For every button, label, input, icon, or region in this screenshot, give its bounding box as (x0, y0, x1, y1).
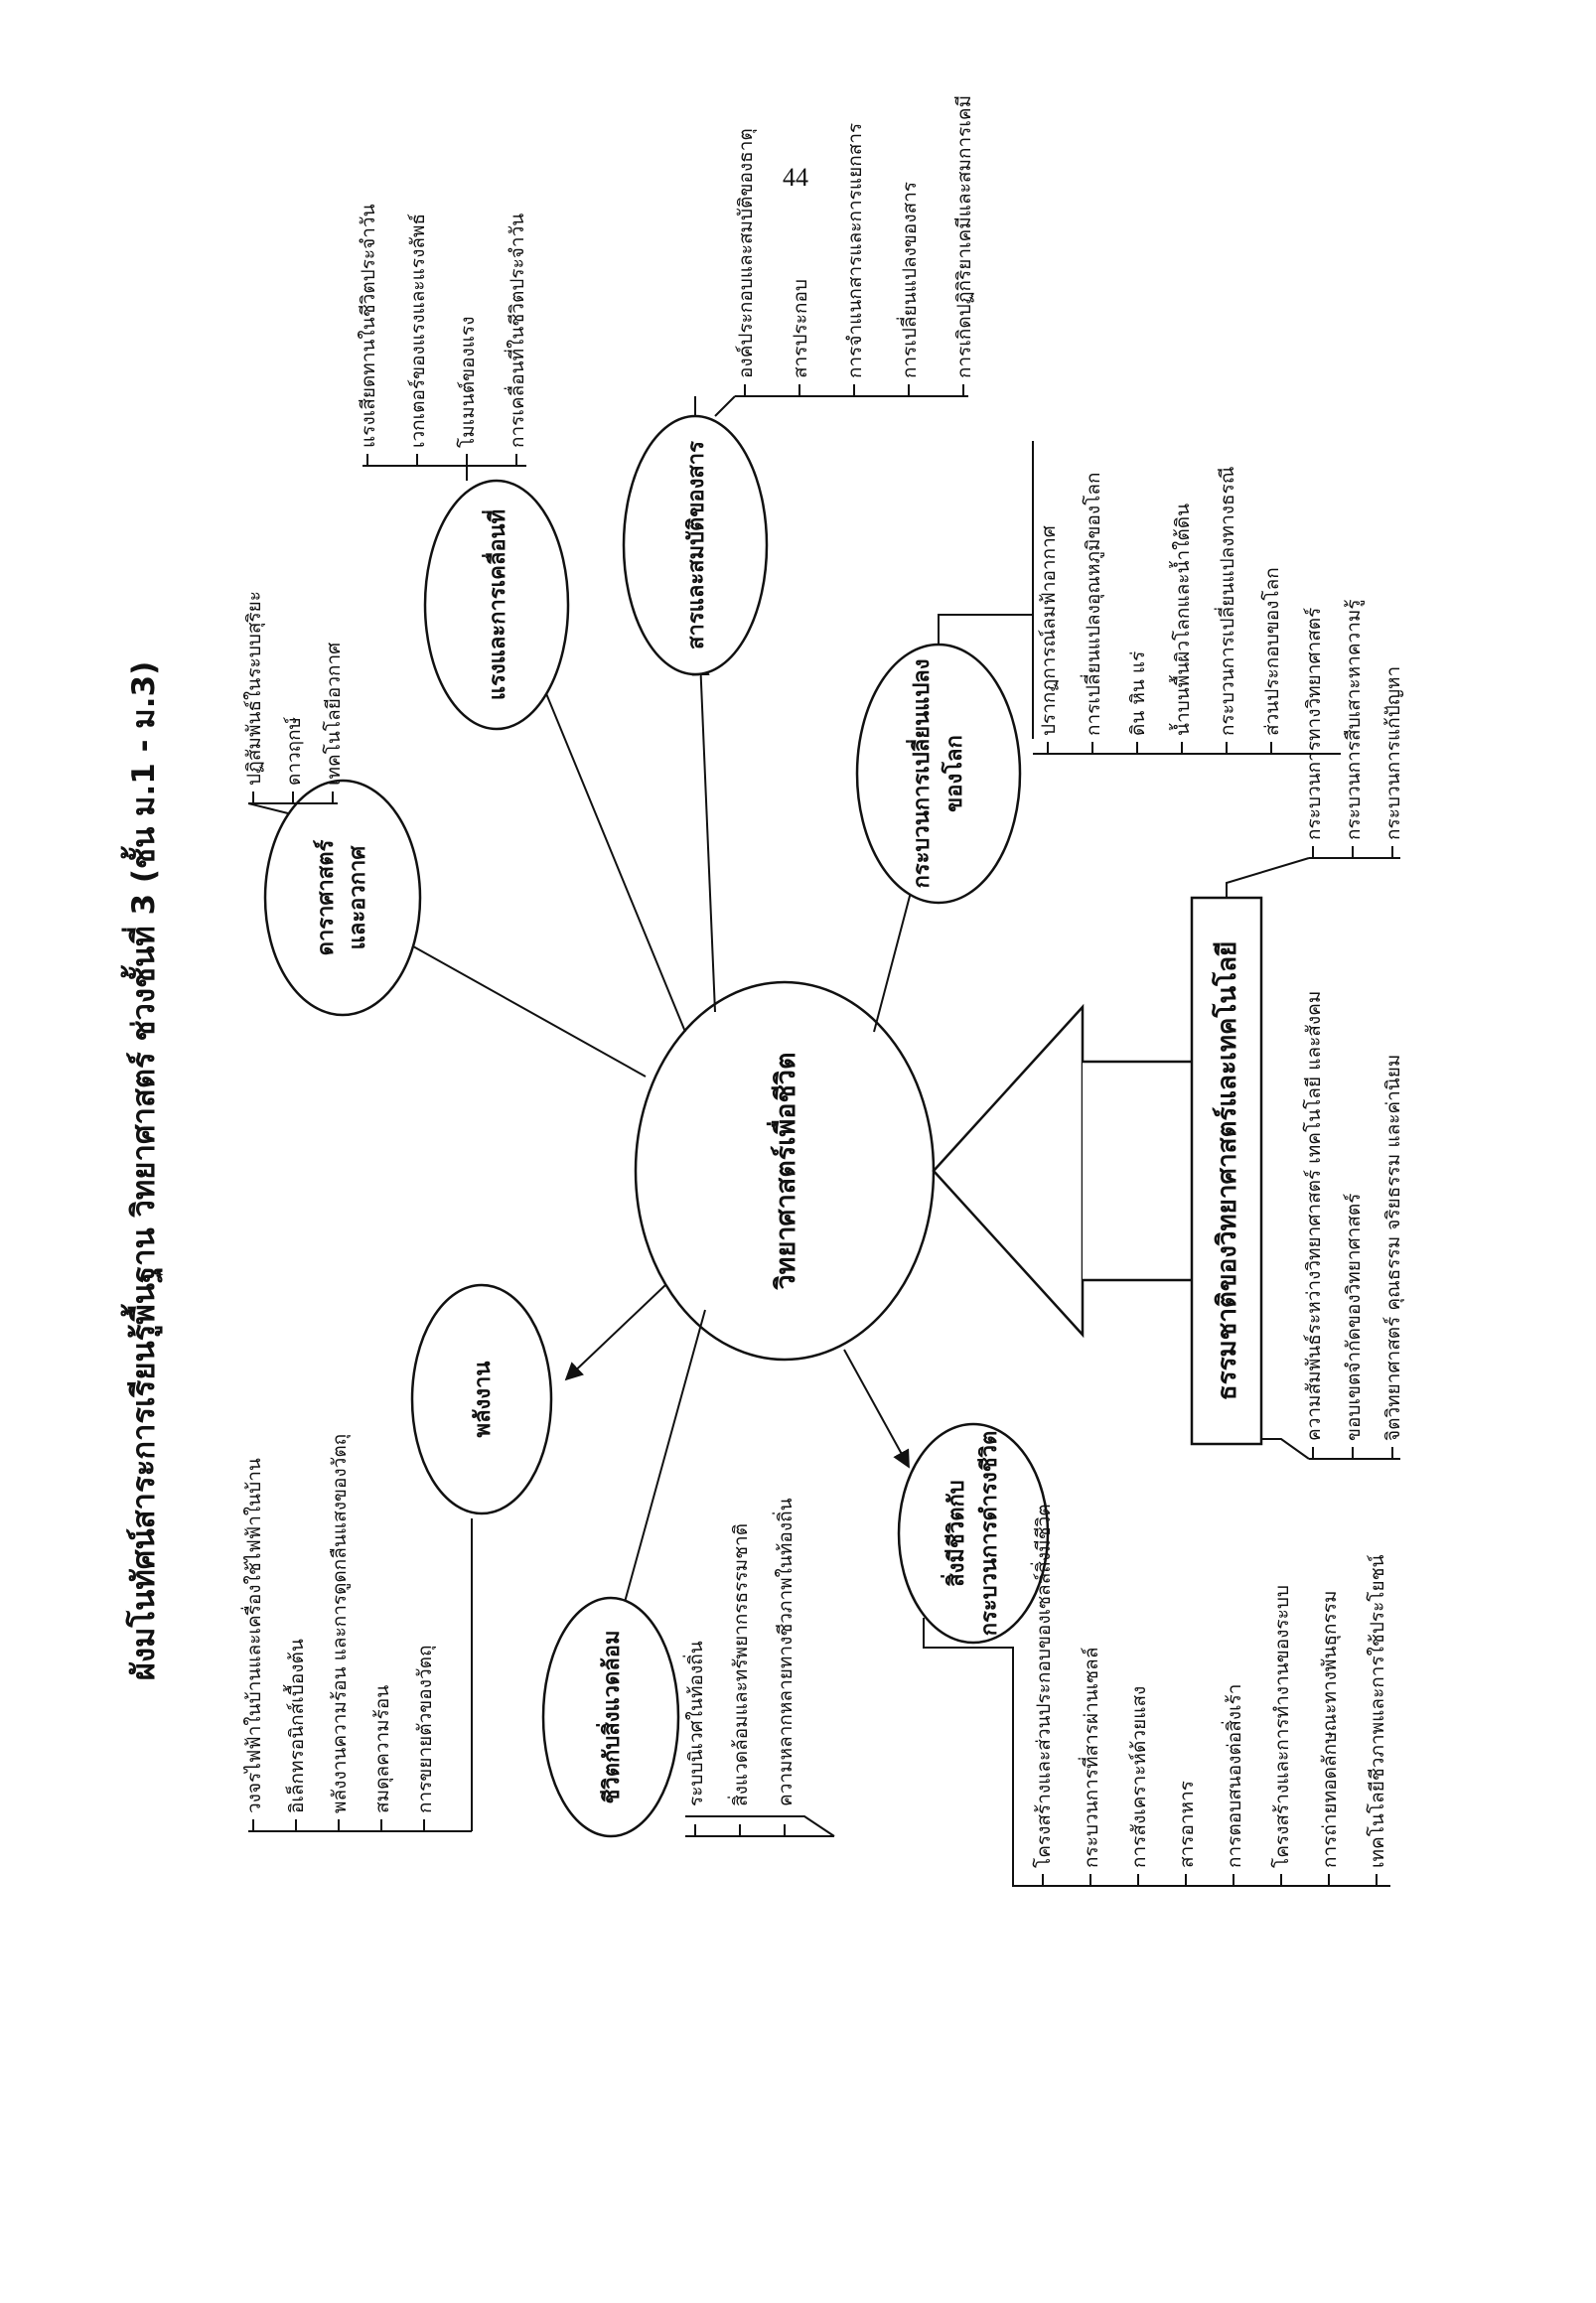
earth-item: ส่วนประกอบของโลก (1260, 567, 1283, 736)
astro-label-2: และอวกาศ (346, 845, 370, 950)
center-node: วิทยาศาสตร์เพื่อชีวิต (634, 980, 936, 1362)
living-item: เทคโนโลยีชีวภาพและการใช้ประโยชน์ (1366, 1554, 1388, 1868)
energy-label: พลังงาน (471, 1362, 496, 1438)
node-living: สิ่งมีชีวิตกับ กระบวนการดำรงชีวิต (897, 1422, 1050, 1645)
earth-label-2: ของโลก (941, 735, 967, 812)
list-matter: องค์ประกอบและสมบัติของธาตุ สารประกอบ การ… (694, 95, 975, 417)
nature-b-item: กระบวนการทางวิทยาศาสตร์ (1303, 608, 1325, 840)
matter-item: การเปลี่ยนแปลงของสาร (896, 182, 921, 378)
matter-label: สารและสมบัติของสาร (684, 441, 709, 649)
nature-b-item: กระบวนการแก้ปัญหา (1382, 666, 1404, 840)
living-item: โครงสร้างและส่วนประกอบของเซลล์สิ่งมีชีวิ… (1030, 1504, 1055, 1868)
earth-item: กระบวนการเปลี่ยนแปลงทางธรณี (1214, 467, 1238, 736)
connector-lines (395, 657, 929, 1655)
living-label-2: กระบวนการดำรงชีวิต (977, 1431, 1002, 1637)
nature-b-item: กระบวนการสืบเสาะหาความรู้ (1343, 599, 1365, 840)
nature-list-b: กระบวนการทางวิทยาศาสตร์ กระบวนการสืบเสาะ… (1226, 599, 1404, 898)
living-item: การถ่ายทอดลักษณะทางพันธุกรรม (1319, 1591, 1342, 1868)
node-energy: พลังงาน (410, 1283, 553, 1515)
nature-box: ธรรมชาติของวิทยาศาสตร์และเทคโนโลยี (1190, 896, 1263, 1446)
node-env: ชีวิตกับสิ่งแวดล้อม (541, 1596, 680, 1838)
node-astro: ดาราศาสตร์ และอวกาศ (263, 779, 422, 1017)
node-earth: กระบวนการเปลี่ยนแปลง ของโลก (855, 643, 1022, 905)
living-item: การสังเคราะห์ด้วยแสง (1128, 1686, 1150, 1868)
arrow-to-env (606, 1309, 706, 1655)
living-label-1: สิ่งมีชีวิตกับ (940, 1480, 969, 1587)
matter-item: สารประกอบ (790, 279, 811, 378)
earth-item: ปรากฏการณ์ลมฟ้าอากาศ (1038, 525, 1060, 736)
diagram-title: ผังมโนทัศน์สาระการเรียนรู้พื้นฐาน วิทยาศ… (120, 661, 164, 1680)
arrow-to-energy (564, 1284, 666, 1381)
nature-label: ธรรมชาติของวิทยาศาสตร์และเทคโนโลยี (1211, 941, 1242, 1401)
nature-a-item: ความสัมพันธ์ระหว่างวิทยาศาสตร์ เทคโนโลยี… (1302, 991, 1325, 1441)
astro-item: ปฏิสัมพันธ์ในระบบสุริยะ (243, 591, 266, 786)
living-item: โครงสร้างและการทำงานของระบบ (1270, 1585, 1293, 1868)
arrow-to-living (843, 1349, 910, 1469)
matter-item: องค์ประกอบและสมบัติของธาตุ (735, 128, 758, 378)
env-item: ระบบนิเวศในท้องถิ่น (682, 1641, 707, 1806)
astro-item: เทคโนโลยีอวกาศ (322, 643, 345, 786)
nature-a-item: ขอบเขตจำกัดของวิทยาศาสตร์ (1343, 1194, 1365, 1441)
list-earth: ปรากฏการณ์ลมฟ้าอากาศ การเปลี่ยนแปลงอุณหภ… (938, 441, 1341, 755)
arrow-to-force (533, 667, 686, 1033)
earth-item: ดิน หิน แร่ (1127, 651, 1149, 736)
living-item: สารอาหาร (1176, 1781, 1198, 1868)
astro-label-1: ดาราศาสตร์ (313, 839, 339, 955)
arrow-to-matter (691, 657, 716, 1013)
list-energy: วงจรไฟฟ้าในบ้านและเครื่องใช้ไฟฟ้าในบ้าน … (240, 1434, 473, 1832)
page-number: 44 (783, 163, 808, 192)
energy-item: อิเล็กทรอนิกส์เบื้องต้น (283, 1639, 308, 1813)
force-item: โมเมนต์ของแรง (456, 317, 479, 448)
center-label: วิทยาศาสตร์เพื่อชีวิต (766, 1052, 801, 1290)
living-item: การตอบสนองต่อสิ่งเร้า (1221, 1684, 1245, 1868)
nature-a-item: จิตวิทยาศาสตร์ คุณธรรม จริยธรรม และค่านิ… (1382, 1055, 1405, 1441)
earth-item: น้ำบนพื้นผิวโลกและน้ำใต้ดิน (1169, 504, 1194, 736)
list-astro: ปฏิสัมพันธ์ในระบบสุริยะ ดาวฤกษ์ เทคโนโลย… (243, 591, 345, 814)
astro-item: ดาวฤกษ์ (283, 716, 305, 786)
energy-item: สมดุลความร้อน (371, 1685, 394, 1813)
earth-label-1: กระบวนการเปลี่ยนแปลง (905, 658, 935, 888)
matter-item: การเกิดปฏิกิริยาเคมีและสมการเคมี (953, 95, 975, 378)
env-item: สิ่งแวดล้อมและทรัพยากรธรรมชาติ (727, 1523, 752, 1806)
living-item: กระบวนการที่สารผ่านเซลล์ (1078, 1648, 1102, 1868)
env-item: ความหลากหลายทางชีวภาพในท้องถิ่น (772, 1498, 797, 1806)
node-force: แรงและการเคลื่อนที่ (423, 479, 570, 731)
force-label: แรงและการเคลื่อนที่ (481, 509, 510, 700)
arrow-to-astro (395, 936, 647, 1078)
node-matter: สารและสมบัติของสาร (622, 414, 769, 676)
energy-item: การขยายตัวของวัตถุ (414, 1646, 437, 1814)
energy-item: วงจรไฟฟ้าในบ้านและเครื่องใช้ไฟฟ้าในบ้าน (240, 1458, 265, 1813)
env-label: ชีวิตกับสิ่งแวดล้อม (595, 1630, 625, 1803)
nature-list-a: ความสัมพันธ์ระหว่างวิทยาศาสตร์ เทคโนโลยี… (1261, 991, 1405, 1460)
big-arrow (932, 1003, 1085, 1339)
list-force: แรงเสียดทานในชีวิตประจำวัน เวกเตอร์ของแร… (358, 204, 528, 481)
matter-item: การจำแนกสารและการแยกสาร (844, 123, 866, 378)
list-env: ระบบนิเวศในท้องถิ่น สิ่งแวดล้อมและทรัพยา… (682, 1498, 835, 1837)
energy-item: พลังงานความร้อน และการดูดกลืนแสงของวัตถุ (329, 1434, 352, 1813)
list-living: โครงสร้างและส่วนประกอบของเซลล์สิ่งมีชีวิ… (923, 1504, 1390, 1887)
earth-item: การเปลี่ยนแปลงอุณหภูมิของโลก (1080, 472, 1105, 736)
force-item: เวกเตอร์ของแรงและแรงลัพธ์ (407, 214, 429, 448)
force-item: การเคลื่อนที่ในชีวิตประจำวัน (504, 214, 528, 448)
force-item: แรงเสียดทานในชีวิตประจำวัน (358, 204, 379, 448)
